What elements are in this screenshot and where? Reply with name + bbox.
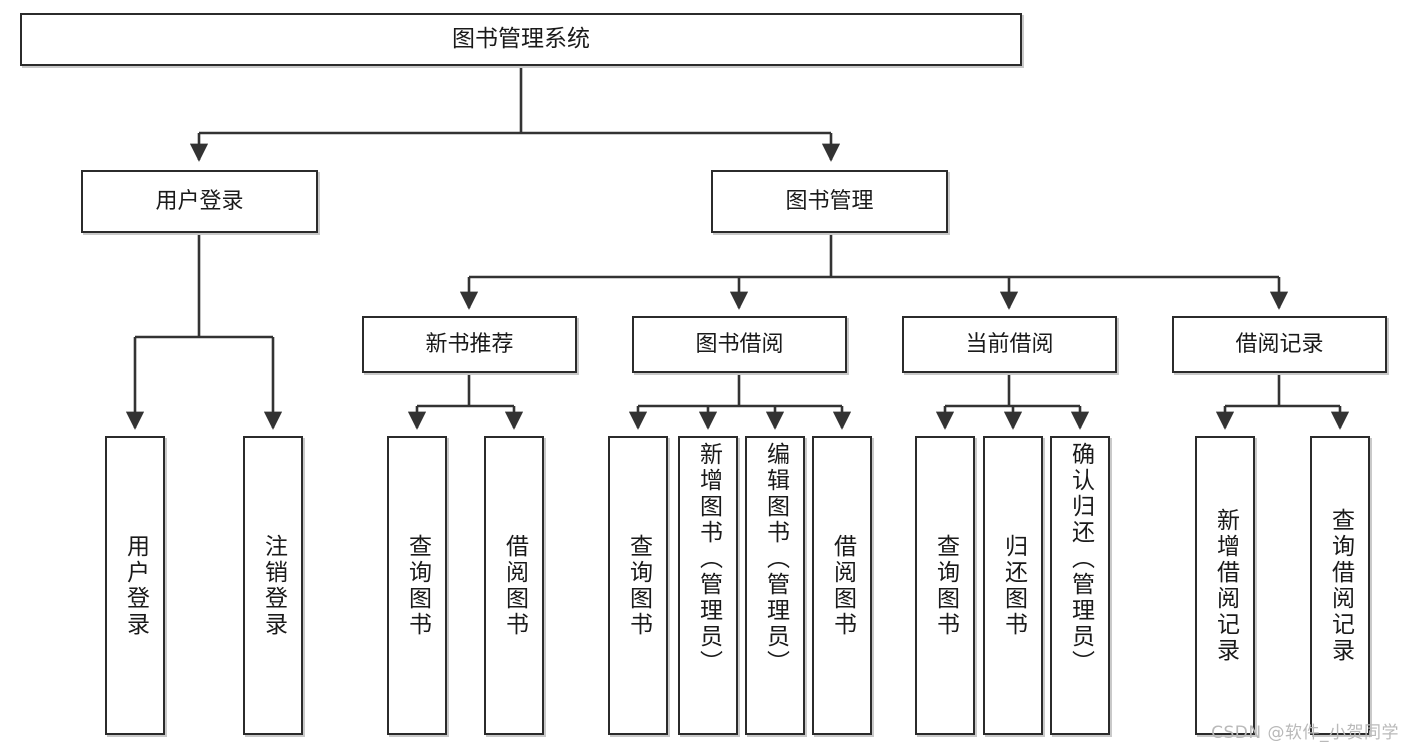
node-label: 图书管理系统 xyxy=(452,25,590,52)
node-label: 借阅图书 xyxy=(829,533,856,638)
node-label: 当前借阅 xyxy=(965,331,1054,357)
leaf-user-login-logout[interactable]: 注销登录 xyxy=(243,436,303,735)
leaf-current-borrow-return[interactable]: 归还图书 xyxy=(983,436,1043,735)
node-label: 新增图书（管理员） xyxy=(695,442,722,676)
watermark-text: CSDN @软件_小贺同学 xyxy=(1211,723,1399,743)
leaf-borrow-record-add[interactable]: 新增借阅记录 xyxy=(1195,436,1255,735)
leaf-current-borrow-confirm-return[interactable]: 确认归还（管理员） xyxy=(1050,436,1110,735)
leaf-book-borrow-query[interactable]: 查询图书 xyxy=(608,436,668,735)
node-label: 编辑图书（管理员） xyxy=(762,442,789,676)
leaf-new-book-borrow[interactable]: 借阅图书 xyxy=(484,436,544,735)
node-current-borrow[interactable]: 当前借阅 xyxy=(902,316,1117,373)
leaf-book-borrow-add[interactable]: 新增图书（管理员） xyxy=(678,436,738,735)
node-user-login[interactable]: 用户登录 xyxy=(81,170,318,233)
node-new-book-recommend[interactable]: 新书推荐 xyxy=(362,316,577,373)
leaf-user-login-login[interactable]: 用户登录 xyxy=(105,436,165,735)
node-label: 查询图书 xyxy=(625,533,652,638)
node-label: 注销登录 xyxy=(260,533,287,638)
leaf-book-borrow-edit[interactable]: 编辑图书（管理员） xyxy=(745,436,805,735)
node-label: 借阅记录 xyxy=(1235,331,1324,357)
node-label: 归还图书 xyxy=(1000,533,1027,638)
node-label: 借阅图书 xyxy=(501,533,528,638)
node-label: 查询图书 xyxy=(404,533,431,638)
node-label: 确认归还（管理员） xyxy=(1067,442,1094,676)
node-root-system[interactable]: 图书管理系统 xyxy=(20,13,1022,66)
node-label: 图书借阅 xyxy=(695,331,784,357)
leaf-current-borrow-query[interactable]: 查询图书 xyxy=(915,436,975,735)
node-label: 查询借阅记录 xyxy=(1327,507,1354,664)
node-label: 图书管理 xyxy=(785,188,874,214)
node-label: 查询图书 xyxy=(932,533,959,638)
node-book-management[interactable]: 图书管理 xyxy=(711,170,948,233)
node-book-borrow[interactable]: 图书借阅 xyxy=(632,316,847,373)
node-label: 用户登录 xyxy=(122,533,149,638)
leaf-borrow-record-query[interactable]: 查询借阅记录 xyxy=(1310,436,1370,735)
node-borrow-record[interactable]: 借阅记录 xyxy=(1172,316,1387,373)
node-label: 新增借阅记录 xyxy=(1212,507,1239,664)
leaf-new-book-query[interactable]: 查询图书 xyxy=(387,436,447,735)
node-label: 用户登录 xyxy=(155,188,244,214)
leaf-book-borrow-borrow[interactable]: 借阅图书 xyxy=(812,436,872,735)
node-label: 新书推荐 xyxy=(425,331,514,357)
